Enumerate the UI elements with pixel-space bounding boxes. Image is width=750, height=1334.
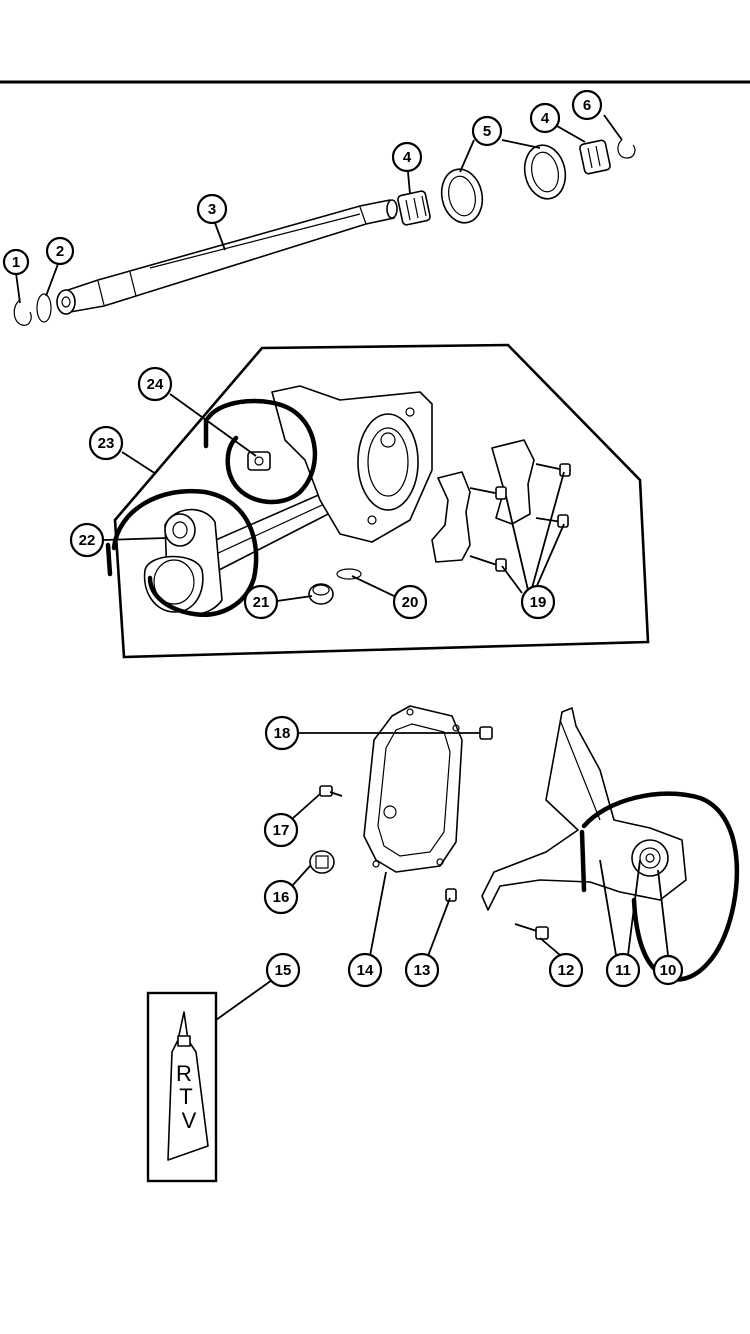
svg-text:6: 6 — [583, 97, 591, 114]
highlight-stroke — [105, 542, 113, 577]
svg-text:5: 5 — [483, 123, 491, 140]
svg-text:17: 17 — [273, 822, 290, 839]
fill-plug-part — [319, 785, 343, 797]
bearing-part — [579, 139, 611, 175]
bearing-part — [397, 190, 431, 226]
bearing-cup-part — [440, 168, 484, 224]
differential-housing-group — [143, 385, 571, 615]
callout-3: 3 — [196, 193, 228, 225]
svg-text:10: 10 — [660, 962, 677, 979]
cover-bracket-group — [309, 705, 687, 940]
svg-text:1: 1 — [12, 254, 20, 271]
callout-21: 21 — [243, 584, 279, 620]
callout-15: 15 — [265, 952, 301, 988]
rtv-tube-box: R T V — [146, 991, 218, 1183]
svg-text:19: 19 — [530, 594, 547, 611]
fill-plug-part — [308, 583, 334, 605]
callout-5: 5 — [471, 115, 503, 147]
callout-22: 22 — [69, 522, 105, 558]
callout-20: 20 — [392, 584, 428, 620]
housing-group-outline — [113, 343, 650, 659]
differential-cover-part — [363, 705, 463, 873]
callout-10: 10 — [652, 954, 684, 986]
svg-text:15: 15 — [275, 962, 292, 979]
clip-part — [445, 888, 457, 902]
rtv-tube-icon — [167, 1011, 209, 1161]
callout-6: 6 — [571, 89, 603, 121]
rtv-cap-icon — [177, 1035, 191, 1047]
vent-fitting-part — [247, 451, 271, 471]
svg-text:3: 3 — [208, 201, 216, 218]
bracket-bolt-part — [514, 923, 549, 940]
callout-17: 17 — [263, 812, 299, 848]
snap-ring-part — [617, 139, 636, 159]
callout-23: 23 — [88, 425, 124, 461]
svg-text:23: 23 — [98, 435, 115, 452]
svg-text:13: 13 — [414, 962, 431, 979]
svg-text:14: 14 — [357, 962, 374, 979]
svg-text:24: 24 — [147, 376, 164, 393]
callout-24: 24 — [137, 366, 173, 402]
callout-19: 19 — [520, 584, 556, 620]
svg-text:16: 16 — [273, 889, 290, 906]
callout-4a: 4 — [391, 141, 423, 173]
snap-ring-part — [13, 299, 32, 326]
highlight-circle-bushing — [111, 488, 259, 617]
svg-text:18: 18 — [274, 725, 291, 742]
plug-gasket-part — [336, 568, 362, 580]
drain-plug-part — [309, 850, 335, 874]
bearing-cup-part — [523, 144, 567, 200]
svg-text:21: 21 — [253, 594, 270, 611]
svg-text:4: 4 — [541, 110, 550, 127]
svg-text:11: 11 — [615, 962, 631, 979]
callout-13: 13 — [404, 952, 440, 988]
callout-4b: 4 — [529, 102, 561, 134]
bearing-cap-part — [431, 439, 535, 563]
highlight-circle-vent — [205, 398, 318, 505]
leader-lines — [15, 114, 669, 1021]
highlight-stroke — [579, 829, 587, 893]
svg-text:12: 12 — [558, 962, 575, 979]
svg-text:22: 22 — [79, 532, 96, 549]
axle-shaft-part — [56, 199, 398, 315]
callout-14: 14 — [347, 952, 383, 988]
callout-2: 2 — [45, 236, 75, 266]
o-ring-part — [36, 293, 52, 323]
callout-11: 11 — [605, 952, 641, 988]
rtv-label-r: R — [176, 1061, 192, 1086]
callout-16: 16 — [263, 879, 299, 915]
cover-bolt-part — [479, 726, 493, 740]
callout-1: 1 — [2, 248, 30, 276]
callout-18: 18 — [264, 715, 300, 751]
svg-text:2: 2 — [56, 243, 64, 260]
callout-12: 12 — [548, 952, 584, 988]
axle-shaft-group — [13, 139, 636, 326]
rtv-label-t: T — [179, 1084, 192, 1109]
differential-housing-part — [271, 385, 433, 543]
callout-bubbles: 1 2 3 4 5 4 6 24 23 22 21 20 19 18 17 16… — [2, 89, 684, 988]
svg-text:4: 4 — [403, 149, 412, 166]
svg-text:20: 20 — [402, 594, 419, 611]
rtv-label-v: V — [182, 1108, 197, 1133]
